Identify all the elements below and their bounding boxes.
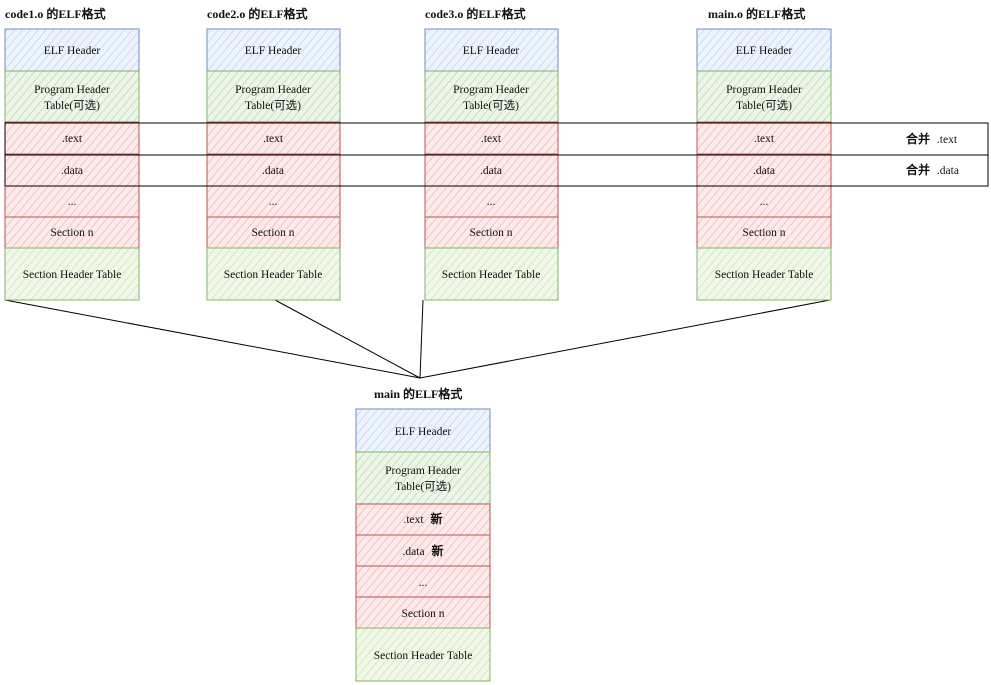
- program-header-label-1: Program Header: [34, 84, 110, 96]
- elf-header-label: ELF Header: [44, 45, 101, 57]
- program-header-block: [206, 70, 341, 123]
- section-header-table-label: Section Header Table: [374, 650, 473, 662]
- section-header-table-block: [424, 247, 559, 301]
- section-n-block: [206, 216, 341, 249]
- elf-header-block: [4, 28, 140, 72]
- program-header-block: [696, 70, 832, 123]
- program-header-block: [4, 70, 140, 123]
- program-header-label-2: Table(可选): [395, 480, 451, 493]
- merge-data-label: 合并 .data: [906, 162, 959, 177]
- merge-text-suffix: .text: [937, 134, 958, 146]
- text-section-block: [206, 121, 341, 155]
- elf-header-label: ELF Header: [245, 45, 302, 57]
- object-title: main.o 的ELF格式: [708, 6, 805, 21]
- ellipsis-label: ...: [68, 196, 77, 208]
- object-file-code3: code3.o 的ELF格式 ELF Header Program Header…: [424, 6, 559, 301]
- section-header-table-block: [355, 627, 491, 682]
- text-section-label: .text: [263, 133, 284, 145]
- data-section-label: .data: [61, 165, 83, 177]
- object-file-code2: code2.o 的ELF格式 ELF Header Program Header…: [206, 6, 341, 301]
- object-file-code1: code1.o 的ELF格式 ELF Header Program Header…: [4, 6, 140, 301]
- section-header-table-block: [206, 247, 341, 301]
- result-main-elf: main 的ELF格式 ELF Header Program Header Ta…: [355, 386, 491, 682]
- ellipsis-label: ...: [760, 196, 769, 208]
- merge-line-code1: [4, 299, 421, 379]
- text-section-label: .text 新: [403, 511, 442, 526]
- text-section-block: [424, 121, 559, 155]
- merge-line-main-o: [419, 299, 831, 379]
- program-header-label-2: Table(可选): [736, 99, 792, 112]
- text-section-block: [4, 121, 140, 155]
- text-new-tag: 新: [430, 511, 442, 526]
- object-title: code1.o 的ELF格式: [5, 6, 106, 21]
- data-section-block: [696, 154, 832, 187]
- data-section-name: .data: [403, 546, 425, 558]
- program-header-label-1: Program Header: [385, 465, 461, 477]
- data-section-label: .data 新: [403, 543, 444, 558]
- elf-header-label: ELF Header: [463, 45, 520, 57]
- data-section-label: .data: [480, 165, 502, 177]
- elf-header-block: [696, 28, 832, 72]
- data-section-label: .data: [753, 165, 775, 177]
- ellipsis-label: ...: [269, 196, 278, 208]
- program-header-block: [355, 451, 491, 505]
- merge-data-suffix: .data: [937, 165, 959, 177]
- object-title: code2.o 的ELF格式: [207, 6, 308, 21]
- section-n-block: [355, 596, 491, 629]
- merge-data-band: [4, 154, 989, 187]
- ellipsis-block: [424, 185, 559, 218]
- section-n-label: Section n: [251, 227, 294, 239]
- ellipsis-block: [4, 185, 140, 218]
- ellipsis-label: ...: [487, 196, 496, 208]
- merge-lines: [4, 299, 831, 379]
- text-section-name: .text: [403, 514, 424, 526]
- ellipsis-block: [206, 185, 341, 218]
- section-n-block: [424, 216, 559, 249]
- object-file-main-o: main.o 的ELF格式 ELF Header Program Header …: [696, 6, 832, 301]
- elf-header-label: ELF Header: [736, 45, 793, 57]
- ellipsis-block: [355, 565, 491, 598]
- merge-line-code3: [419, 299, 424, 379]
- program-header-label-1: Program Header: [726, 84, 802, 96]
- section-header-table-label: Section Header Table: [23, 269, 122, 281]
- program-header-label-1: Program Header: [453, 84, 529, 96]
- program-header-label-2: Table(可选): [245, 99, 301, 112]
- merge-text-label: 合并 .text: [906, 131, 958, 146]
- text-section-label: .text: [62, 133, 83, 145]
- program-header-label-2: Table(可选): [463, 99, 519, 112]
- text-section-label: .text: [754, 133, 775, 145]
- section-header-table-label: Section Header Table: [715, 269, 814, 281]
- section-n-label: Section n: [50, 227, 93, 239]
- section-header-table-block: [4, 247, 140, 301]
- section-n-label: Section n: [401, 608, 444, 620]
- elf-header-label: ELF Header: [395, 426, 452, 438]
- text-section-block: [696, 121, 832, 155]
- data-section-label: .data: [262, 165, 284, 177]
- result-title: main 的ELF格式: [374, 386, 462, 401]
- program-header-block: [424, 70, 559, 123]
- data-new-tag: 新: [431, 543, 443, 558]
- merge-line-code2: [274, 299, 421, 379]
- merge-text-prefix: 合并: [906, 131, 930, 146]
- section-n-block: [696, 216, 832, 249]
- text-section-label: .text: [481, 133, 502, 145]
- section-header-table-label: Section Header Table: [442, 269, 541, 281]
- section-n-label: Section n: [742, 227, 785, 239]
- program-header-label-2: Table(可选): [44, 99, 100, 112]
- object-title: code3.o 的ELF格式: [425, 6, 526, 21]
- ellipsis-label: ...: [419, 577, 428, 589]
- program-header-label-1: Program Header: [235, 84, 311, 96]
- merge-data-prefix: 合并: [906, 162, 930, 177]
- section-header-table-block: [696, 247, 832, 301]
- section-n-label: Section n: [469, 227, 512, 239]
- section-header-table-label: Section Header Table: [224, 269, 323, 281]
